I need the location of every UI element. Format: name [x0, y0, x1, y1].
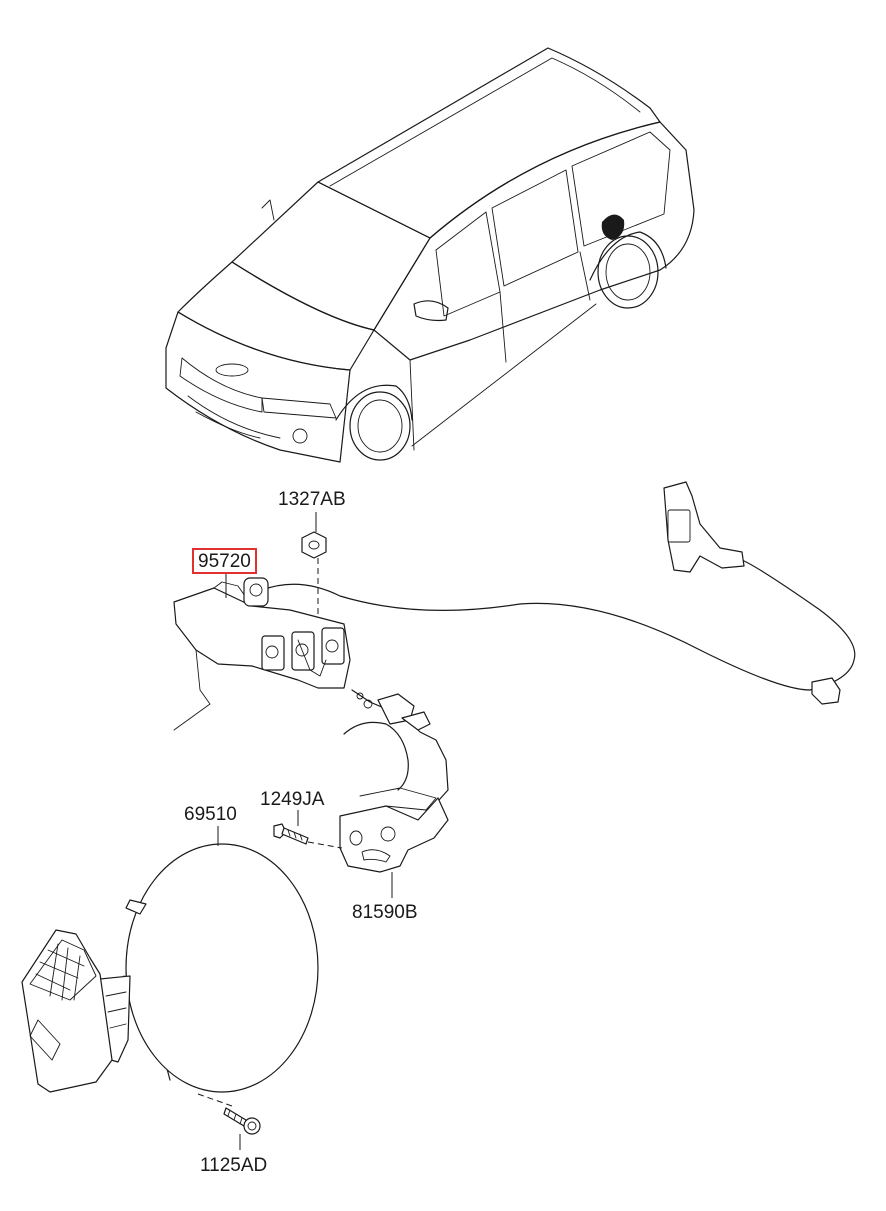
part-label-69510[interactable]: 69510 — [184, 804, 237, 825]
opener-cable — [261, 481, 856, 705]
part-label-1327ab[interactable]: 1327AB — [278, 489, 346, 510]
screw-1249ja — [273, 823, 343, 849]
nut-1327ab — [301, 531, 327, 618]
vehicle-illustration — [165, 47, 695, 463]
part-label-1249ja[interactable]: 1249JA — [260, 789, 325, 810]
part-label-1125ad[interactable]: 1125AD — [200, 1155, 268, 1176]
bolt-1125ad — [223, 1107, 261, 1135]
connector-harness — [343, 689, 449, 811]
leader-lines — [217, 512, 393, 1150]
part-label-95720[interactable]: 95720 — [192, 548, 257, 574]
part-label-81590b[interactable]: 81590B — [352, 902, 418, 923]
actuator-assembly — [173, 577, 351, 731]
fuel-filler-door — [21, 843, 319, 1107]
fuel-door-bracket — [339, 787, 449, 873]
